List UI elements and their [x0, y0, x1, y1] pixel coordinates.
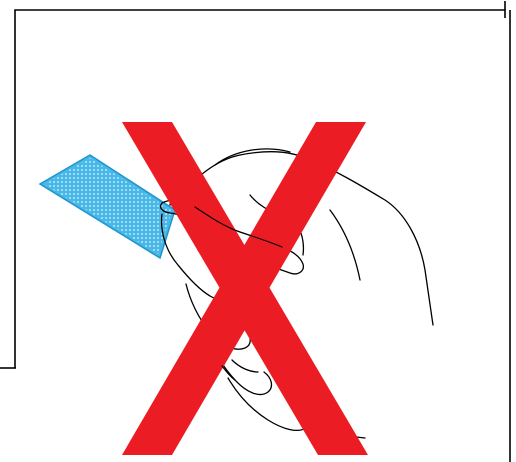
prohibition-cross: [122, 122, 368, 455]
wrist-inner: [330, 210, 360, 280]
finger-crease-5: [232, 360, 258, 372]
overlay-index: [178, 265, 210, 296]
